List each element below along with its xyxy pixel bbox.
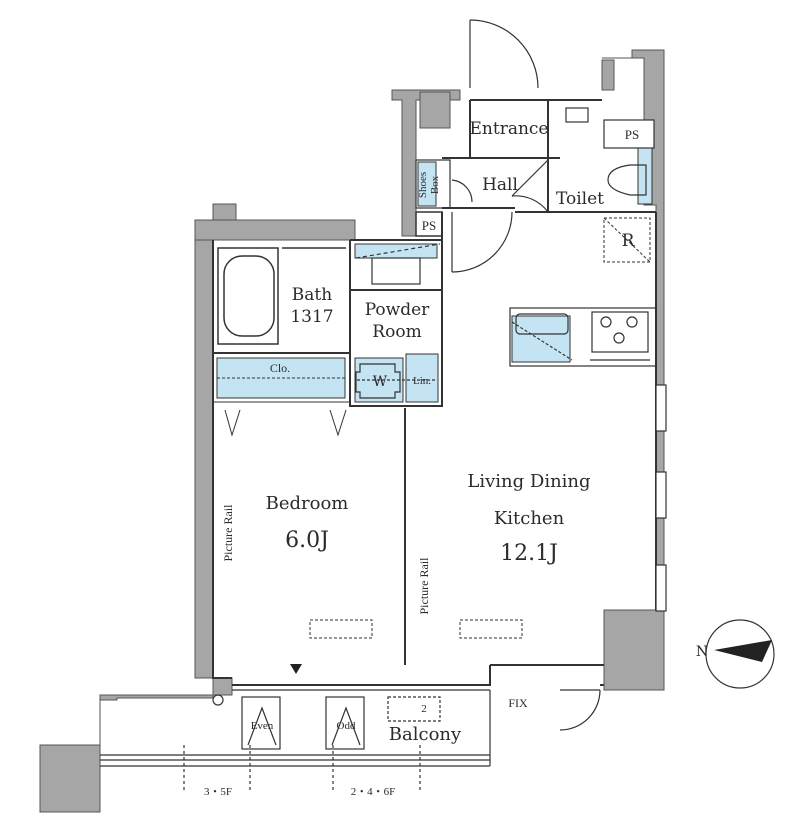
label-fix: FIX	[508, 696, 528, 710]
label-partition-even: Even	[251, 720, 274, 732]
label-partition-odd: Odd	[337, 720, 356, 732]
toilet-fixture	[565, 107, 655, 196]
label-powder-room-1: Powder	[365, 300, 430, 320]
label-ps-top: PS	[625, 127, 639, 142]
label-washer: W	[373, 374, 388, 390]
doors	[441, 19, 601, 731]
label-ps-hall: PS	[422, 218, 436, 233]
label-shoes-box-2: Box	[429, 175, 441, 194]
refrigerator-space	[603, 217, 651, 263]
label-balcony: Balcony	[389, 724, 462, 745]
exterior-walls	[39, 49, 665, 813]
closet	[213, 377, 350, 437]
balcony-outline	[100, 689, 491, 790]
label-ldk-size: 12.1J	[500, 541, 558, 566]
label-linen: Lin.	[413, 375, 431, 387]
label-partition-2: 2	[421, 703, 427, 715]
label-bedroom-size: 6.0J	[285, 528, 329, 553]
label-floors-even: 2・4・6F	[351, 786, 396, 798]
label-entrance: Entrance	[470, 119, 549, 139]
compass-north-letter: N	[696, 644, 708, 660]
interior-walls	[212, 99, 657, 686]
label-ldk-1: Living Dining	[467, 471, 590, 492]
label-bath-name: Bath	[292, 285, 332, 305]
label-hall: Hall	[482, 175, 518, 195]
floor-markers	[309, 619, 523, 639]
label-bath-size: 1317	[290, 307, 333, 327]
vanity-sink	[355, 243, 441, 285]
label-refrigerator: R	[622, 231, 636, 251]
bedroom-door-marker	[290, 664, 302, 674]
label-shoes-box-1: Shoes	[417, 172, 429, 198]
label-bedroom-name: Bedroom	[266, 493, 349, 514]
label-powder-room-2: Room	[372, 322, 421, 342]
label-toilet: Toilet	[556, 189, 604, 209]
right-windows	[655, 384, 667, 612]
bathtub	[217, 247, 346, 345]
label-ldk-2: Kitchen	[494, 508, 565, 529]
kitchen-counter	[509, 307, 657, 367]
compass	[705, 619, 775, 689]
shoes-box	[415, 159, 451, 209]
washer	[355, 363, 437, 399]
label-picture-rail-bedroom: Picture Rail	[221, 504, 235, 562]
label-picture-rail-ldk: Picture Rail	[417, 557, 431, 615]
label-closet: Clo.	[270, 361, 290, 375]
label-floors-odd: 3・5F	[204, 786, 232, 798]
room-labels: Entrance Hall Shoes Box Toilet PS PS R B…	[204, 119, 708, 798]
